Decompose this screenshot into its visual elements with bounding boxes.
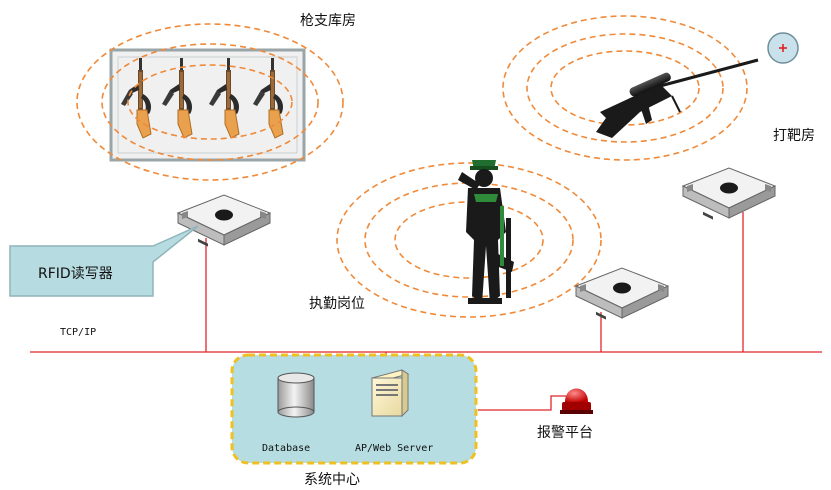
database-label: Database xyxy=(262,443,310,454)
target-icon xyxy=(767,32,799,64)
database-icon xyxy=(277,372,315,418)
sniper-rifle-icon xyxy=(596,58,759,138)
duty-post-zone: 执勤岗位 xyxy=(309,160,602,318)
rfid-reader-icon xyxy=(682,167,776,221)
rfid-reader-icon xyxy=(575,267,669,321)
alarm-platform-label: 报警平台 xyxy=(537,425,593,441)
soldier-icon xyxy=(458,160,514,304)
armory-label: 枪支库房 xyxy=(300,12,356,29)
network-label: TCP/IP xyxy=(60,327,96,338)
armory-signal-rings xyxy=(76,23,344,181)
system-center: Database AP/Web Server 系统中心 xyxy=(230,353,478,488)
siren-icon xyxy=(560,388,593,414)
server-label: AP/Web Server xyxy=(355,443,433,454)
rfid-reader-label: RFID读写器 xyxy=(38,265,113,282)
range-signal-rings xyxy=(502,15,748,161)
shooting-range-label: 打靶房 xyxy=(773,127,815,144)
server-icon xyxy=(370,369,410,418)
rfid-reader-callout: RFID读写器 xyxy=(9,225,199,297)
alarm-platform: 报警平台 xyxy=(537,388,593,441)
alarm-link xyxy=(478,395,566,411)
system-center-label: 系统中心 xyxy=(304,472,360,488)
rfid-reader-icon xyxy=(177,194,271,248)
duty-post-label: 执勤岗位 xyxy=(309,296,365,312)
armory-zone: 枪支库房 xyxy=(76,12,356,181)
shooting-range-zone: 打靶房 xyxy=(502,15,815,161)
